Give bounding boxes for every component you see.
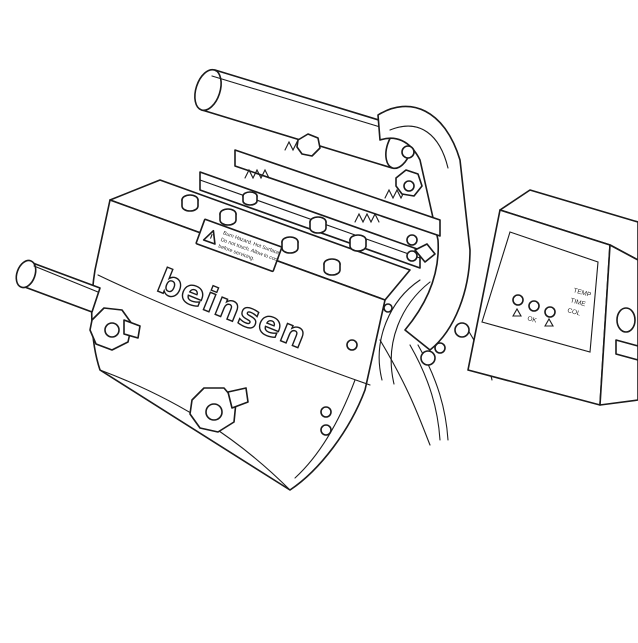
screw-icon xyxy=(346,339,358,351)
screw-icon xyxy=(383,303,393,313)
side-connector xyxy=(615,307,638,361)
housing-screws xyxy=(181,191,367,276)
connector-icon xyxy=(406,250,418,262)
screw-icon xyxy=(323,258,341,276)
front-knob xyxy=(189,387,249,433)
screw-icon xyxy=(309,216,327,234)
arm-bolt-icon xyxy=(401,145,415,159)
control-box: OK TEMP TIME COL xyxy=(467,189,638,406)
side-screws xyxy=(320,303,393,436)
left-handle xyxy=(15,259,101,313)
connector-icon xyxy=(406,234,418,246)
side-knob-left xyxy=(89,307,141,351)
control-panel-face xyxy=(481,231,599,353)
ok-label: OK xyxy=(526,315,538,325)
control-buttons xyxy=(512,294,556,327)
tension-knob-rear xyxy=(296,133,321,157)
warning-triangle-icon xyxy=(202,229,216,245)
screw-icon xyxy=(242,191,258,206)
connector-icon xyxy=(434,342,446,354)
screw-icon xyxy=(181,194,199,212)
button-icon[interactable] xyxy=(512,294,524,306)
time-label: TIME xyxy=(569,297,586,308)
up-arrow-icon xyxy=(544,317,554,327)
temp-label: TEMP xyxy=(572,287,591,299)
screw-icon xyxy=(349,234,367,252)
tension-knob-right xyxy=(395,169,423,197)
screw-icon xyxy=(281,236,299,254)
screw-icon xyxy=(219,208,237,226)
button-icon[interactable] xyxy=(528,300,540,312)
col-label: COL xyxy=(566,307,581,318)
up-arrow-icon xyxy=(512,307,522,317)
heating-pad xyxy=(378,279,431,385)
connector-icon xyxy=(454,322,470,338)
screw-icon xyxy=(320,406,332,418)
cable-connectors xyxy=(406,234,470,366)
frame-arm xyxy=(377,105,471,351)
connector-icon xyxy=(420,350,436,366)
screw-icon xyxy=(320,424,332,436)
button-icon[interactable] xyxy=(544,306,556,318)
